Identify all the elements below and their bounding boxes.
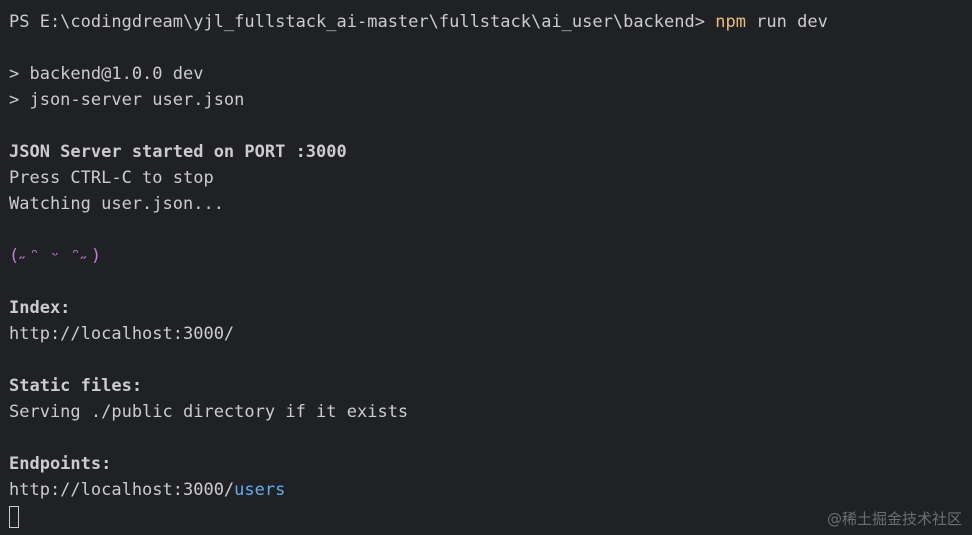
endpoint-url[interactable]: http://localhost:3000/users [9, 477, 964, 503]
script-line-1: > backend@1.0.0 dev [9, 64, 204, 84]
command-args: run dev [745, 12, 828, 32]
blank-line [9, 113, 964, 139]
stop-hint: Press CTRL-C to stop [9, 168, 214, 188]
watermark: @稀土掘金技术社区 [826, 510, 962, 528]
command-name: npm [715, 12, 746, 32]
script-line-2: > json-server user.json [9, 90, 245, 110]
prompt-path: PS E:\codingdream\yjl_fullstack_ai-maste… [9, 12, 716, 32]
blank-line [9, 425, 964, 451]
blank-line [9, 347, 964, 373]
endpoint-resource[interactable]: users [234, 480, 286, 500]
blank-line [9, 35, 964, 61]
endpoints-label: Endpoints: [9, 454, 112, 474]
index-label: Index: [9, 298, 71, 318]
emoticon: (˶ᵔ ᵕ ᵔ˶) [9, 246, 102, 266]
terminal-output[interactable]: PS E:\codingdream\yjl_fullstack_ai-maste… [9, 9, 964, 529]
cursor-line [9, 503, 964, 529]
blank-line [9, 269, 964, 295]
endpoint-base: http://localhost:3000/ [9, 480, 235, 500]
static-files-label: Static files: [9, 376, 143, 396]
watching-message: Watching user.json... [9, 194, 224, 214]
static-files-value: Serving ./public directory if it exists [9, 402, 409, 422]
server-started-message: JSON Server started on PORT :3000 [9, 142, 347, 162]
index-url[interactable]: http://localhost:3000/ [9, 324, 235, 344]
text-cursor [9, 506, 19, 528]
prompt-line: PS E:\codingdream\yjl_fullstack_ai-maste… [9, 9, 964, 35]
blank-line [9, 217, 964, 243]
